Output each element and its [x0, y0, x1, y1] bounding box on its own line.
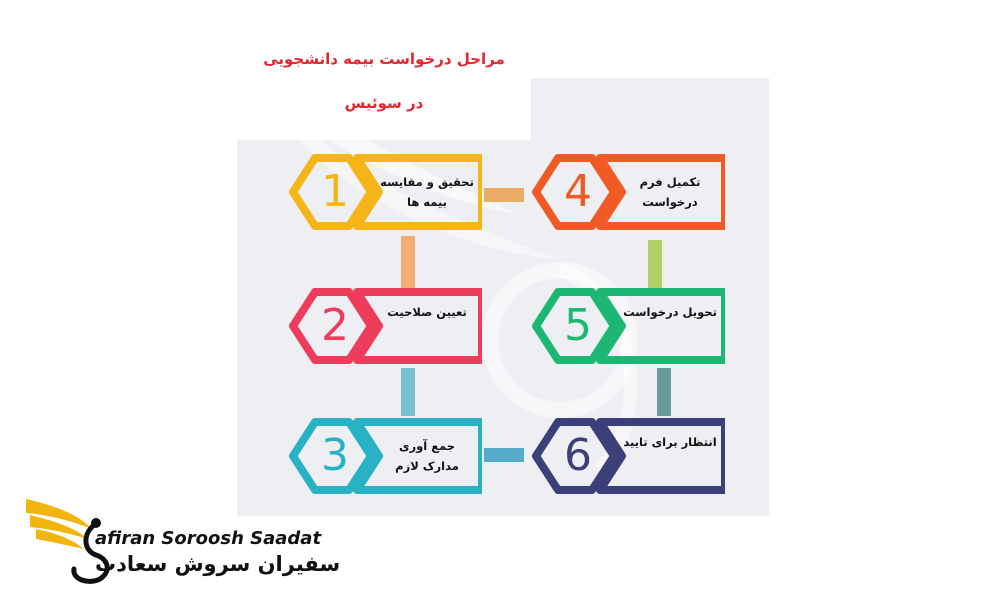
step-label-1-line2: بیمه ها — [407, 195, 447, 209]
diagram-title-line1: مراحل درخواست بیمه دانشجویی — [263, 50, 505, 68]
step-label-3-line1: جمع آوری — [398, 439, 456, 453]
connector-1-2 — [401, 236, 415, 292]
connector-5-6 — [657, 368, 671, 416]
step-label-2: تعیین صلاحیت — [375, 300, 479, 354]
step-hexagon-1 — [289, 154, 482, 230]
step-card-1: 1 تحقیق و مقایسه بیمه ها — [287, 154, 482, 230]
brand-name-persian: سفیران سروش سعادت — [95, 552, 341, 576]
step-label-3: جمع آوری مدارک لازم — [375, 430, 479, 482]
step-number-3: 3 — [321, 430, 349, 481]
step-label-3-line2: مدارک لازم — [395, 459, 459, 473]
step-number-5: 5 — [564, 300, 592, 351]
step-label-4-line2: درخواست — [642, 195, 698, 209]
step-label-4-line1: تکمیل فرم — [639, 175, 701, 189]
step-card-5: 5 تحویل درخواست — [530, 288, 725, 364]
step-number-1: 1 — [321, 166, 349, 217]
step-label-1-line1: تحقیق و مقایسه — [380, 175, 474, 189]
brand-name-english: afiran Soroosh Saadat — [95, 528, 322, 549]
step-number-4: 4 — [564, 166, 592, 217]
step-label-6: انتظار برای تایید — [618, 430, 722, 484]
step-card-6: 6 انتظار برای تایید — [530, 418, 725, 494]
step-card-4: 4 تکمیل فرم درخواست — [530, 154, 725, 230]
step-label-2-line1: تعیین صلاحیت — [387, 305, 467, 319]
step-hexagon-2 — [289, 288, 482, 364]
step-card-3: 3 جمع آوری مدارک لازم — [287, 418, 482, 494]
step-hexagon-3 — [289, 418, 482, 494]
step-label-5-line1: تحویل درخواست — [623, 305, 717, 319]
connector-2-3 — [401, 368, 415, 416]
step-number-2: 2 — [321, 300, 349, 351]
step-card-2: 2 تعیین صلاحیت — [287, 288, 482, 364]
step-hexagon-5 — [532, 288, 725, 364]
step-label-1: تحقیق و مقایسه بیمه ها — [375, 166, 479, 218]
step-hexagon-4 — [532, 154, 725, 230]
step-label-5: تحویل درخواست — [618, 300, 722, 354]
brand-logo-icon — [26, 499, 110, 584]
connector-3-6 — [484, 448, 524, 462]
step-number-6: 6 — [564, 430, 592, 481]
step-hexagon-6 — [532, 418, 725, 494]
step-label-4: تکمیل فرم درخواست — [618, 166, 722, 218]
connector-4-5 — [648, 240, 662, 290]
step-label-6-line1: انتظار برای تایید — [623, 435, 717, 449]
diagram-title-line2: در سوئیس — [344, 94, 424, 112]
title-box: مراحل درخواست بیمه دانشجویی در سوئیس — [237, 40, 531, 140]
connector-1-4 — [484, 188, 524, 202]
